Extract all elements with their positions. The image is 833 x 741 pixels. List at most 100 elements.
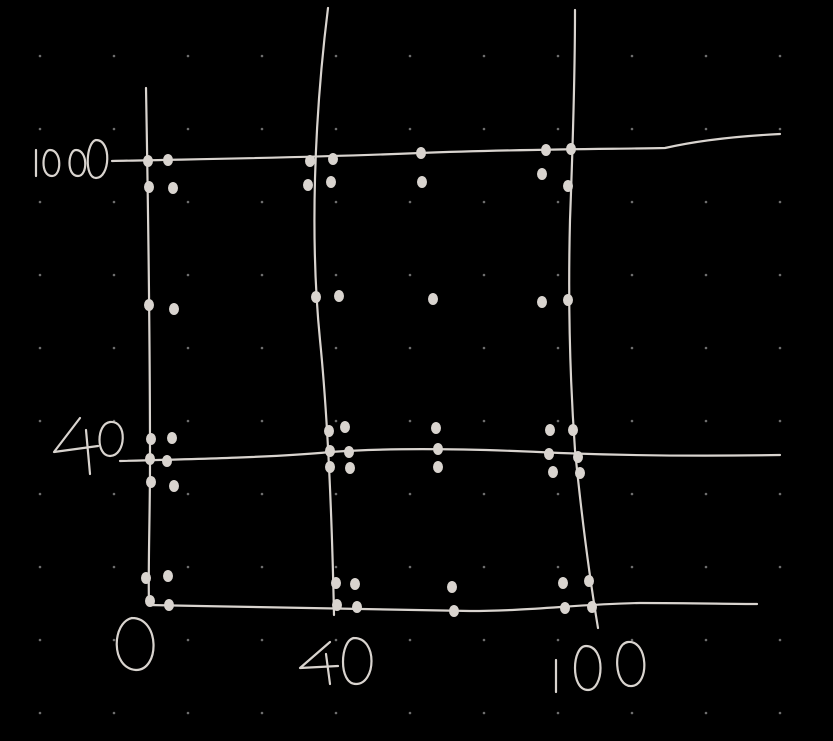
grid-dot [408,711,412,715]
grid-dot [630,638,634,642]
ink-dot [311,291,321,303]
grid-dot [186,711,190,715]
ink-dot [433,461,443,473]
ink-dot [566,143,576,155]
ink-dot [537,296,547,308]
grid-dot [778,273,782,277]
ink-dot [169,480,179,492]
ink-dot [573,451,583,463]
grid-dot [482,200,486,204]
ink-dot [575,467,585,479]
grid-dot [704,711,708,715]
grid-dot [38,565,42,569]
grid-dot [630,273,634,277]
grid-dot [112,346,116,350]
ink-dot [544,448,554,460]
grid-dot [334,200,338,204]
horizontal-line-100 [110,132,782,163]
ink-dot [449,605,459,617]
ink-dot [168,182,178,194]
grid-dot [630,200,634,204]
grid-dot [186,346,190,350]
grid-dot [482,638,486,642]
grid-dot [334,346,338,350]
vertical-line-100 [568,8,600,630]
vertical-line-0 [144,86,152,605]
grid-dot [38,54,42,58]
ink-dot [417,176,427,188]
ink-dot [169,303,179,315]
grid-dot [778,54,782,58]
ink-dot [143,155,153,167]
grid-dot [334,419,338,423]
grid-dot [38,419,42,423]
grid-dot [704,638,708,642]
horizontal-line-0 [146,601,759,613]
grid-dot [482,492,486,496]
grid-dot [408,273,412,277]
grid-dot [38,711,42,715]
grid-dot [778,346,782,350]
grid-dot [260,419,264,423]
ink-dot [167,432,177,444]
grid-dot [704,200,708,204]
ink-dot [558,577,568,589]
axis-labels: 100 40 0 40 100 [34,138,646,694]
grid-dot [260,200,264,204]
grid-dot [482,565,486,569]
ink-dot [345,462,355,474]
handwritten-40-x [298,636,373,686]
grid-dot [408,565,412,569]
grid-dot [408,127,412,131]
grid-dot [630,711,634,715]
grid-dot [556,273,560,277]
grid-dot [260,638,264,642]
grid-dot [38,200,42,204]
grid-dot [482,419,486,423]
grid-dot [556,565,560,569]
grid-dot [186,638,190,642]
grid-dot [778,419,782,423]
grid-dot [556,711,560,715]
grid-dot [778,200,782,204]
grid-dot [482,127,486,131]
grid-dot [260,565,264,569]
grid-dot [38,638,42,642]
grid-dot [408,200,412,204]
ink-dot [545,424,555,436]
grid-strokes [110,6,782,630]
vertical-line-40 [313,6,336,617]
ink-dot [326,176,336,188]
grid-dot [334,54,338,58]
ink-dot [568,424,578,436]
grid-dot [408,492,412,496]
grid-dot [408,419,412,423]
ink-dot [331,577,341,589]
grid-dot [112,492,116,496]
grid-dot [112,200,116,204]
grid-dot [630,54,634,58]
ink-dot [334,290,344,302]
grid-dot [482,711,486,715]
ink-dot [584,575,594,587]
grid-dot [334,492,338,496]
grid-dot [630,127,634,131]
grid-dot [482,346,486,350]
ink-dot [340,421,350,433]
grid-dot [334,565,338,569]
grid-dot [704,54,708,58]
ink-dot [303,179,313,191]
ink-dot [145,453,155,465]
grid-dot [186,200,190,204]
grid-dot [112,273,116,277]
grid-dot [186,273,190,277]
ink-dot [416,147,426,159]
ink-dot [332,599,342,611]
grid-dot [778,492,782,496]
grid-dot [630,419,634,423]
handwritten-0-x [115,616,155,672]
background-dot-grid [38,54,782,715]
grid-dot [556,419,560,423]
grid-dot [260,711,264,715]
